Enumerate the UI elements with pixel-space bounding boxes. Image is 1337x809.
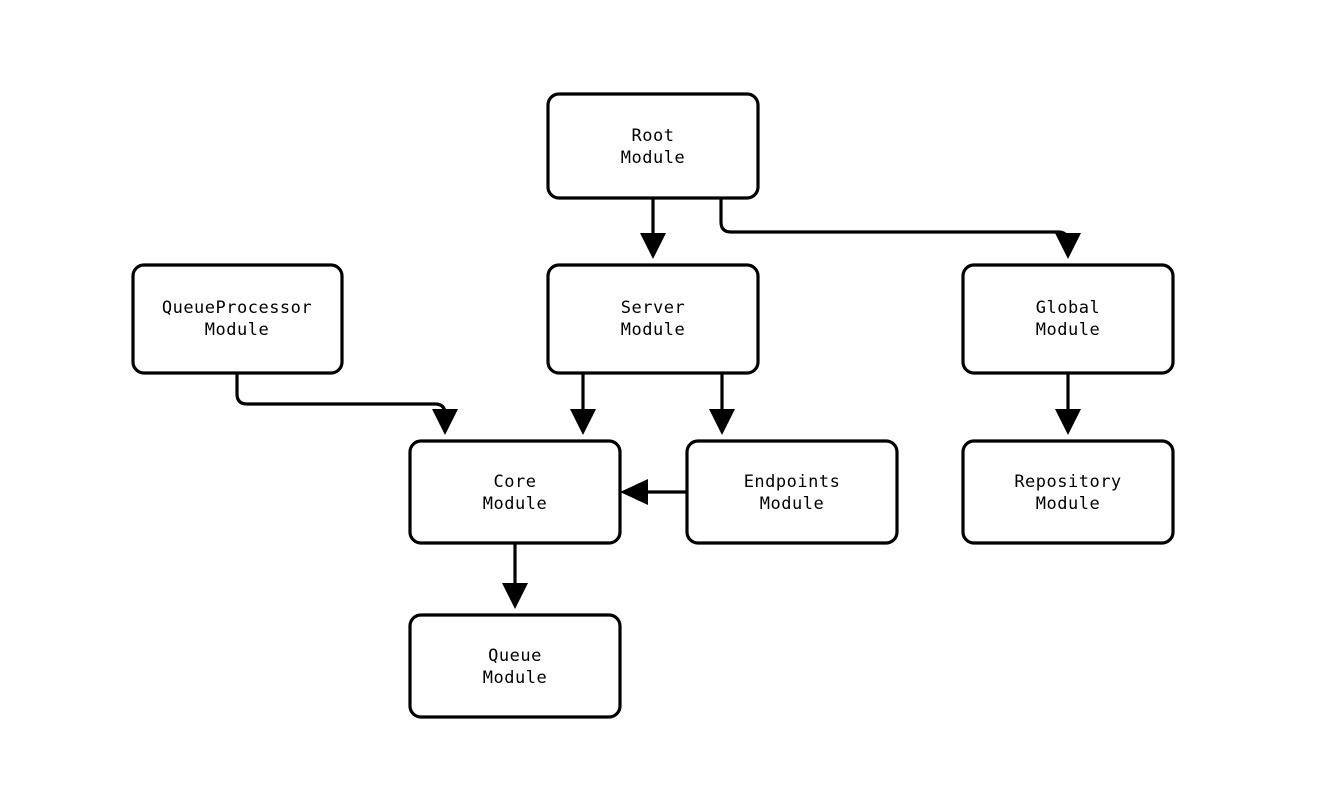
node-global-module[interactable]: Global Module bbox=[961, 263, 1175, 375]
node-queueprocessor-module-box[interactable] bbox=[131, 263, 344, 375]
arrowhead-core-to-queue bbox=[502, 583, 528, 609]
nodes-layer: Root Module QueueProcessor Module Server… bbox=[131, 92, 1175, 719]
node-global-module-box[interactable] bbox=[961, 263, 1175, 375]
arrowhead-server-to-core bbox=[570, 409, 596, 435]
arrowhead-queueprocessor-to-core bbox=[432, 409, 458, 435]
node-server-module-label-line2: Module bbox=[621, 320, 685, 340]
node-repository-module-label-line1: Repository bbox=[1014, 472, 1121, 492]
node-repository-module[interactable]: Repository Module bbox=[961, 439, 1175, 545]
node-repository-module-label-line2: Module bbox=[1036, 494, 1100, 514]
node-core-module-label-line1: Core bbox=[494, 472, 537, 492]
node-server-module-label-line1: Server bbox=[621, 298, 685, 318]
node-queueprocessor-module-label-line1: QueueProcessor bbox=[162, 298, 312, 318]
arrowhead-endpoints-to-core bbox=[620, 479, 648, 505]
node-server-module-box[interactable] bbox=[546, 263, 760, 375]
arrowhead-server-to-endpoints bbox=[709, 409, 735, 435]
arrowhead-global-to-repository bbox=[1055, 409, 1081, 435]
node-queue-module-label-line1: Queue bbox=[488, 646, 542, 666]
edges-layer bbox=[235, 198, 1081, 609]
node-global-module-label-line2: Module bbox=[1036, 320, 1100, 340]
node-core-module-box[interactable] bbox=[408, 439, 622, 545]
node-endpoints-module-box[interactable] bbox=[685, 439, 899, 545]
arrowhead-root-to-server bbox=[640, 233, 666, 259]
node-endpoints-module-label-line1: Endpoints bbox=[744, 472, 841, 492]
node-queue-module[interactable]: Queue Module bbox=[408, 613, 622, 719]
node-endpoints-module-label-line2: Module bbox=[760, 494, 824, 514]
node-global-module-label-line1: Global bbox=[1036, 298, 1100, 318]
edge-root-to-global bbox=[719, 198, 1070, 244]
node-root-module-label-line2: Module bbox=[621, 148, 685, 168]
node-root-module-box[interactable] bbox=[546, 92, 760, 200]
edge-queueprocessor-to-core bbox=[235, 373, 447, 419]
node-root-module[interactable]: Root Module bbox=[546, 92, 760, 200]
node-queueprocessor-module[interactable]: QueueProcessor Module bbox=[131, 263, 344, 375]
node-endpoints-module[interactable]: Endpoints Module bbox=[685, 439, 899, 545]
node-core-module[interactable]: Core Module bbox=[408, 439, 622, 545]
node-queue-module-label-line2: Module bbox=[483, 668, 547, 688]
node-core-module-label-line2: Module bbox=[483, 494, 547, 514]
node-queueprocessor-module-label-line2: Module bbox=[205, 320, 269, 340]
node-repository-module-box[interactable] bbox=[961, 439, 1175, 545]
node-root-module-label-line1: Root bbox=[632, 126, 675, 146]
node-server-module[interactable]: Server Module bbox=[546, 263, 760, 375]
node-queue-module-box[interactable] bbox=[408, 613, 622, 719]
arrowhead-root-to-global bbox=[1055, 233, 1081, 259]
